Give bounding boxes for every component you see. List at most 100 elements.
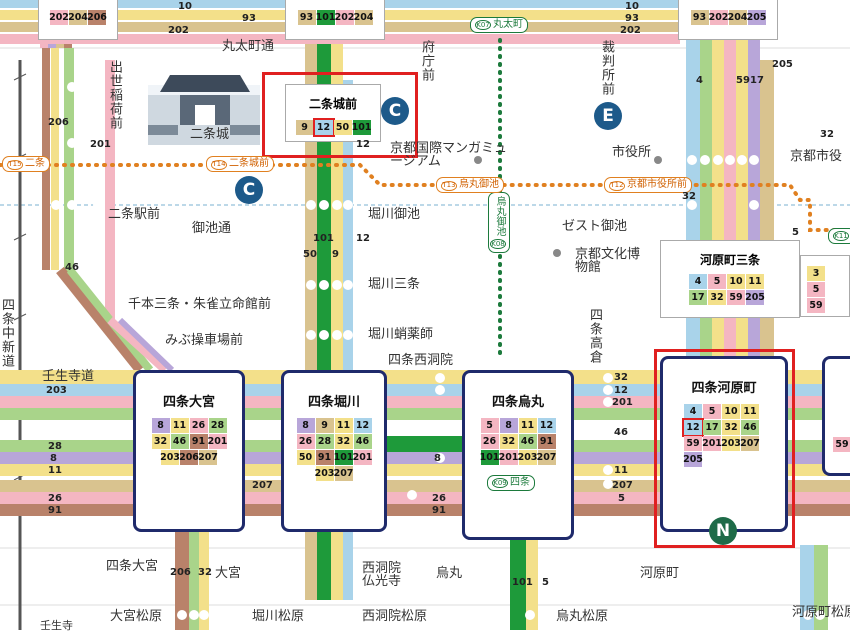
route-chip: 17 xyxy=(689,290,707,305)
subway-k11-badge[interactable]: K11 xyxy=(828,228,850,244)
route-chip: 207 xyxy=(536,450,557,465)
route-box-top-2[interactable]: 93 101 202 204 xyxy=(285,0,385,40)
kawaramachi-sanjo-box[interactable]: 河原町三条 4 5 10 11 17 32 59 205 xyxy=(660,240,800,318)
stop-mibudera-michi: 壬生寺道 xyxy=(42,369,95,384)
tozai-code: T12 xyxy=(609,181,625,191)
stop-horikawa-oike: 堀川御池 xyxy=(368,207,421,222)
route-box-top-3[interactable]: 93 202 204 205 xyxy=(678,0,778,40)
route-number: 101 xyxy=(512,577,533,588)
route-chip: 11 xyxy=(334,418,353,433)
route-chip: 8 xyxy=(151,418,170,433)
route-chip: 50 xyxy=(333,120,352,135)
route-chip: 46 xyxy=(518,434,537,449)
street-marutamachi: 丸太町通 xyxy=(222,39,275,54)
tozai-code: T14 xyxy=(211,160,227,170)
route-chip: 201 xyxy=(498,450,519,465)
route-box-top-1[interactable]: 202 204 206 xyxy=(38,0,118,40)
route-chip: 101 xyxy=(479,450,500,465)
route-number: 201 xyxy=(612,397,633,408)
label-shijo-omiya-stop: 四条大宮 xyxy=(106,559,159,574)
route-chip: 206 xyxy=(179,450,199,465)
route-chip: 9 xyxy=(295,120,314,135)
route-chip: 10 xyxy=(727,274,745,289)
route-chip: 8 xyxy=(296,418,315,433)
route-number: 12 xyxy=(356,233,370,244)
route-number: 101 xyxy=(313,233,334,244)
route-chip: 32 xyxy=(722,420,740,435)
route-number: 12 xyxy=(356,139,370,150)
hub-right-partial[interactable]: 59 xyxy=(822,356,850,476)
label-kawaramachi: 河原町 xyxy=(640,566,680,581)
stop-nijoeki-mae: 二条駅前 xyxy=(108,207,161,222)
tozai-code: T15 xyxy=(7,160,23,170)
stop-name: 二条 xyxy=(25,158,45,169)
hub-shijo-kawaramachi[interactable]: 四条河原町 4 5 10 11 12 17 32 46 59 201 203 2… xyxy=(660,356,788,532)
route-number: 203 xyxy=(46,385,67,396)
kawaramachi-sanjo-title: 河原町三条 xyxy=(699,253,760,267)
route-number: 202 xyxy=(620,25,641,36)
route-number: 26 xyxy=(48,493,62,504)
label-manga-museum: 京都国際マンガミュージアム xyxy=(390,141,508,169)
stop-karasuma-matsubara: 烏丸松原 xyxy=(556,609,609,624)
route-chip: 9 xyxy=(315,418,334,433)
stop-nishinotoin-bukkoji: 西洞院仏光寺 xyxy=(362,561,402,589)
route-chip: 11 xyxy=(170,418,189,433)
route-number: 46 xyxy=(65,262,79,273)
hub-shijo-horikawa[interactable]: 四条堀川 8 9 11 12 26 28 32 46 50 91 101 201… xyxy=(281,370,387,532)
route-chip: 4 xyxy=(689,274,707,289)
hub-title: 四条河原町 xyxy=(691,381,757,396)
route-number: 205 xyxy=(772,59,793,70)
route-chip: 46 xyxy=(353,434,372,449)
route-chip: 59 xyxy=(684,436,702,451)
label-bunka: 京都文化博物館 xyxy=(575,247,641,275)
label-fuchosha: 府庁前 xyxy=(419,40,434,82)
hub-shijo-karasuma[interactable]: 四条烏丸 5 8 11 12 26 32 46 91 101 201 203 2… xyxy=(462,370,574,540)
route-chip: 12 xyxy=(353,418,372,433)
route-number: 11 xyxy=(48,465,62,476)
route-number: 91 xyxy=(432,505,446,516)
route-chip: 204 xyxy=(68,10,88,25)
hub-shijo-omiya[interactable]: 四条大宮 8 11 26 28 32 46 91 201 203 206 207 xyxy=(133,370,245,532)
route-chip: 59 xyxy=(727,290,745,305)
route-number: 12 xyxy=(614,385,628,396)
route-chip: 12 xyxy=(537,418,556,433)
marker-n: N xyxy=(709,517,737,545)
route-chip-highlighted: 12 xyxy=(682,418,704,437)
route-box-right-edge[interactable]: 3 5 59 xyxy=(800,255,850,317)
route-chip: 59 xyxy=(833,437,850,452)
label-saibansho: 裁判所前 xyxy=(599,40,614,96)
stop-omiya-matsubara: 大宮松原 xyxy=(110,609,163,624)
route-number: 5 xyxy=(618,493,625,504)
label-demizu: 出世稲荷前 xyxy=(107,60,122,130)
route-chip-highlighted: 12 xyxy=(312,118,335,137)
route-chip: 5 xyxy=(480,418,499,433)
nijojo-mae-box[interactable]: 二条城前 9 12 50 101 xyxy=(285,84,381,142)
route-chip: 26 xyxy=(296,434,315,449)
shijo-kawaramachi-highlight xyxy=(654,349,795,548)
route-number: 32 xyxy=(820,129,834,140)
stop-name: 二条城前 xyxy=(229,158,269,169)
route-chip: 91 xyxy=(315,450,334,465)
route-chip: 207 xyxy=(198,450,218,465)
subway-name: 烏丸御池 xyxy=(494,196,505,236)
subway-karasuma-oike-badge[interactable]: 烏丸御池K08 xyxy=(488,192,510,254)
route-number: 32 xyxy=(198,567,212,578)
route-number: 32 xyxy=(614,372,628,383)
street-oike: 御池通 xyxy=(192,221,232,236)
route-number: 8 xyxy=(434,453,441,464)
stop-mibu-sojo: みぶ操車場前 xyxy=(165,333,244,348)
route-number: 207 xyxy=(612,480,633,491)
stop-horikawa-kusuri: 堀川蛸薬師 xyxy=(368,327,434,342)
station-dots xyxy=(474,156,662,257)
route-number: 206 xyxy=(48,117,69,128)
route-chip: 202 xyxy=(49,10,69,25)
route-chip: 203 xyxy=(517,450,538,465)
route-chip: 32 xyxy=(708,290,726,305)
route-chip: 201 xyxy=(352,450,373,465)
